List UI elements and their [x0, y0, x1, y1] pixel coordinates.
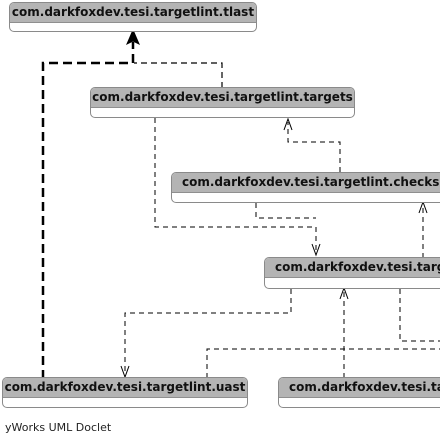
package-checks-op-name: com.darkfoxdev.tesi.targetlint.checks.op [172, 173, 440, 193]
package-uast[interactable]: com.darkfoxdev.tesi.targetlint.uast [2, 377, 248, 408]
arrowhead-targets [283, 117, 293, 131]
package-checks-op[interactable]: com.darkfoxdev.tesi.targetlint.checks.op [171, 172, 440, 203]
footer-credit: yWorks UML Doclet [5, 421, 112, 434]
edge-checks-to-targets [287, 122, 341, 172]
package-tlast[interactable]: com.darkfoxdev.tesi.targetlint.tlast [9, 2, 257, 32]
package-targets[interactable]: com.darkfoxdev.tesi.targetlint.targets [90, 87, 355, 118]
arrowhead-tlast [126, 28, 140, 46]
package-tlast-name: com.darkfoxdev.tesi.targetlint.tlast [10, 3, 256, 23]
edge-target-to-uast [124, 289, 292, 375]
edge-checks-to-target [255, 203, 316, 219]
package-target-partial-name: com.darkfoxdev.tesi.target [265, 258, 440, 278]
edge-target-right [399, 289, 440, 342]
edge-uast-to-tlast [41, 42, 135, 407]
package-uast-name: com.darkfoxdev.tesi.targetlint.uast [3, 378, 247, 398]
package-target-partial[interactable]: com.darkfoxdev.tesi.target [264, 257, 440, 289]
package-tar-partial-name: com.darkfoxdev.tesi.tar [279, 378, 440, 398]
package-tar-partial[interactable]: com.darkfoxdev.tesi.tar [278, 377, 440, 408]
edge-targets-to-target [154, 118, 317, 255]
arrowhead-target-in [311, 243, 321, 257]
package-targets-name: com.darkfoxdev.tesi.targetlint.targets [91, 88, 354, 108]
edge-uast-link [206, 348, 440, 378]
edge-targets-to-tlast [134, 62, 223, 88]
